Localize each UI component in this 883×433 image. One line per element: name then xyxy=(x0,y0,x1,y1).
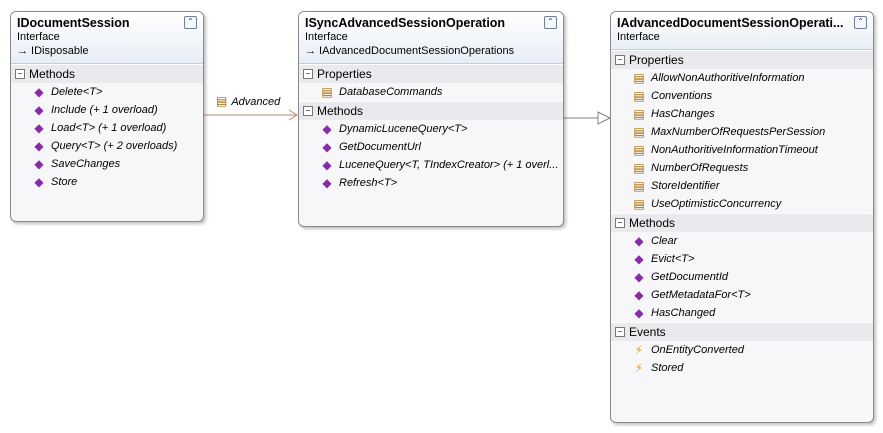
property-icon: ▤ xyxy=(633,161,645,176)
property-icon: ▤ xyxy=(633,125,645,140)
section-properties[interactable]: −Properties xyxy=(611,50,873,69)
method-row[interactable]: ◆Store xyxy=(11,173,203,191)
collapse-chevron-icon[interactable]: ⌃ xyxy=(854,16,867,29)
section-events[interactable]: −Events xyxy=(611,322,873,341)
isyncadvancedsessionoperation-box[interactable]: ISyncAdvancedSessionOperation Interface … xyxy=(298,11,564,227)
method-icon: ◆ xyxy=(322,158,332,173)
minus-icon[interactable]: − xyxy=(15,69,25,80)
event-row[interactable]: ⚡Stored xyxy=(611,359,873,377)
box-header: IAdvancedDocumentSessionOperati... Inter… xyxy=(611,12,873,50)
method-row[interactable]: ◆SaveChanges xyxy=(11,155,203,173)
method-row[interactable]: ◆Load<T> (+ 1 overload) xyxy=(11,119,203,137)
inheritance-arrowhead xyxy=(597,111,612,125)
property-row[interactable]: ▤NumberOfRequests xyxy=(611,159,873,177)
property-row[interactable]: ▤HasChanges xyxy=(611,105,873,123)
property-row[interactable]: ▤NonAuthoritiveInformationTimeout xyxy=(611,141,873,159)
method-icon: ◆ xyxy=(34,85,44,100)
method-icon: ◆ xyxy=(634,234,644,249)
event-row[interactable]: ⚡OnEntityConverted xyxy=(611,341,873,359)
property-row[interactable]: ▤StoreIdentifier xyxy=(611,177,873,195)
property-row[interactable]: ▤DatabaseCommands xyxy=(299,83,563,101)
property-icon: ▤ xyxy=(633,71,645,86)
property-icon: ▤ xyxy=(633,197,645,212)
box-title: IAdvancedDocumentSessionOperati... xyxy=(617,16,844,30)
box-stereotype: Interface xyxy=(617,31,660,43)
lightning-icon: ⚡ xyxy=(634,361,644,376)
minus-icon[interactable]: − xyxy=(303,69,313,80)
lightning-icon: ⚡ xyxy=(634,343,644,358)
method-icon: ◆ xyxy=(34,139,44,154)
minus-icon[interactable]: − xyxy=(615,218,625,229)
property-icon: ▤ xyxy=(633,89,645,104)
method-row[interactable]: ◆Evict<T> xyxy=(611,250,873,268)
method-icon: ◆ xyxy=(634,270,644,285)
box-inherits: → IDisposable xyxy=(17,45,89,57)
minus-icon[interactable]: − xyxy=(615,55,625,66)
association-label[interactable]: ▤Advanced xyxy=(216,94,281,108)
box-stereotype: Interface xyxy=(305,31,348,43)
method-icon: ◆ xyxy=(322,122,332,137)
method-row[interactable]: ◆Clear xyxy=(611,232,873,250)
box-header: ISyncAdvancedSessionOperation Interface … xyxy=(299,12,563,64)
property-row[interactable]: ▤AllowNonAuthoritiveInformation xyxy=(611,69,873,87)
method-row[interactable]: ◆Refresh<T> xyxy=(299,174,563,192)
idocumentsession-box[interactable]: IDocumentSession Interface → IDisposable… xyxy=(10,11,204,222)
method-icon: ◆ xyxy=(634,252,644,267)
property-row[interactable]: ▤UseOptimisticConcurrency xyxy=(611,195,873,213)
method-row[interactable]: ◆Delete<T> xyxy=(11,83,203,101)
property-icon: ▤ xyxy=(633,107,645,122)
association-arrowhead xyxy=(288,109,298,121)
minus-icon[interactable]: − xyxy=(303,106,313,117)
method-row[interactable]: ◆Query<T> (+ 2 overloads) xyxy=(11,137,203,155)
method-row[interactable]: ◆GetMetadataFor<T> xyxy=(611,286,873,304)
method-icon: ◆ xyxy=(322,176,332,191)
iadvanceddocumentsessionoperations-box[interactable]: IAdvancedDocumentSessionOperati... Inter… xyxy=(610,11,874,423)
method-row[interactable]: ◆HasChanged xyxy=(611,304,873,322)
collapse-chevron-icon[interactable]: ⌃ xyxy=(184,16,197,29)
section-methods[interactable]: −Methods xyxy=(611,213,873,232)
property-icon: ▤ xyxy=(216,94,228,108)
property-icon: ▤ xyxy=(633,179,645,194)
method-icon: ◆ xyxy=(34,121,44,136)
method-row[interactable]: ◆GetDocumentUrl xyxy=(299,138,563,156)
method-icon: ◆ xyxy=(34,175,44,190)
method-icon: ◆ xyxy=(322,140,332,155)
box-stereotype: Interface xyxy=(17,31,60,43)
property-icon: ▤ xyxy=(633,143,645,158)
method-row[interactable]: ◆Include (+ 1 overload) xyxy=(11,101,203,119)
section-methods[interactable]: −Methods xyxy=(11,64,203,83)
property-icon: ▤ xyxy=(321,85,333,100)
method-row[interactable]: ◆LuceneQuery<T, TIndexCreator> (+ 1 over… xyxy=(299,156,563,174)
property-row[interactable]: ▤MaxNumberOfRequestsPerSession xyxy=(611,123,873,141)
property-row[interactable]: ▤Conventions xyxy=(611,87,873,105)
section-properties[interactable]: −Properties xyxy=(299,64,563,83)
box-title: ISyncAdvancedSessionOperation xyxy=(305,16,506,30)
box-inherits: → IAdvancedDocumentSessionOperations xyxy=(305,45,515,57)
method-row[interactable]: ◆DynamicLuceneQuery<T> xyxy=(299,120,563,138)
method-icon: ◆ xyxy=(34,103,44,118)
box-header: IDocumentSession Interface → IDisposable… xyxy=(11,12,203,64)
box-title: IDocumentSession xyxy=(17,16,130,30)
collapse-chevron-icon[interactable]: ⌃ xyxy=(544,16,557,29)
method-icon: ◆ xyxy=(34,157,44,172)
method-icon: ◆ xyxy=(634,306,644,321)
method-row[interactable]: ◆GetDocumentId xyxy=(611,268,873,286)
method-icon: ◆ xyxy=(634,288,644,303)
minus-icon[interactable]: − xyxy=(615,327,625,338)
section-methods[interactable]: −Methods xyxy=(299,101,563,120)
